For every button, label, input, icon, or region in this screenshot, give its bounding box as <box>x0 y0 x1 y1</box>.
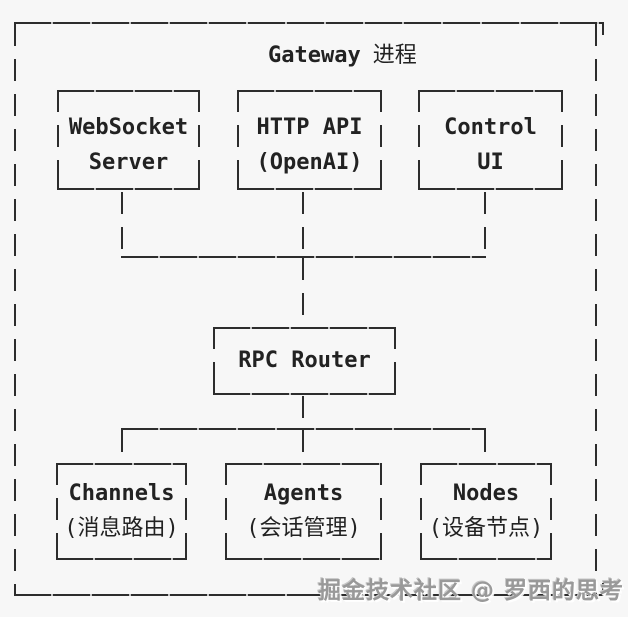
box-rpc-router-label: RPC Router <box>238 348 371 373</box>
gateway-frame-bottom-border <box>14 594 604 596</box>
box-control-ui: Control UI <box>418 90 563 190</box>
box-agents-label-line2: (会话管理) <box>246 516 361 541</box>
connector-controlui-down <box>484 192 486 256</box>
connector-top-elbow <box>121 256 486 258</box>
box-websocket-server-label-line1: WebSocket <box>68 115 189 140</box>
box-http-api-label-line2: (OpenAI) <box>256 150 363 175</box>
diagram-title-en: Gateway <box>268 43 361 68</box>
box-agents: Agents (会话管理) <box>225 463 382 560</box>
box-channels-label-line2: (消息路由) <box>64 516 179 541</box>
box-control-ui-label-line2: UI <box>477 150 504 175</box>
box-channels-label-line1: Channels <box>68 481 175 506</box>
box-agents-label-line1: Agents <box>263 481 344 506</box>
connector-agents-down <box>302 430 304 463</box>
connector-channels-down <box>121 430 123 463</box>
gateway-frame-right-border <box>595 24 597 594</box>
gateway-frame-corner-stub <box>602 24 604 35</box>
gateway-frame-left-border <box>14 24 16 594</box>
connector-httpapi-down <box>302 192 304 256</box>
box-http-api: HTTP API (OpenAI) <box>237 90 382 190</box>
connector-websocket-down <box>121 192 123 256</box>
gateway-frame-top-border <box>14 22 604 24</box>
diagram-title-cjk: 进程 <box>372 43 417 68</box>
connector-bottom-elbow <box>121 428 486 430</box>
box-websocket-server-label-line2: Server <box>88 150 169 175</box>
box-rpc-router: RPC Router <box>213 327 396 395</box>
box-nodes-label-line2: (设备节点) <box>428 516 544 541</box>
watermark-juejin-community: 掘金技术社区 @ 罗西的思考 <box>317 578 624 604</box>
connector-from-rpc-router <box>302 396 304 428</box>
box-nodes-label-line1: Nodes <box>452 481 520 506</box>
box-channels: Channels (消息路由) <box>56 463 187 560</box>
box-http-api-label-line1: HTTP API <box>256 115 363 140</box>
box-nodes: Nodes (设备节点) <box>420 463 552 560</box>
diagram-title: Gateway 进程 <box>268 38 417 73</box>
gateway-frame-corner-stub <box>602 583 604 594</box>
box-websocket-server: WebSocket Server <box>57 90 200 190</box>
connector-nodes-down <box>484 430 486 463</box>
connector-to-rpc-router <box>302 258 304 327</box>
box-control-ui-label-line1: Control <box>444 115 537 140</box>
